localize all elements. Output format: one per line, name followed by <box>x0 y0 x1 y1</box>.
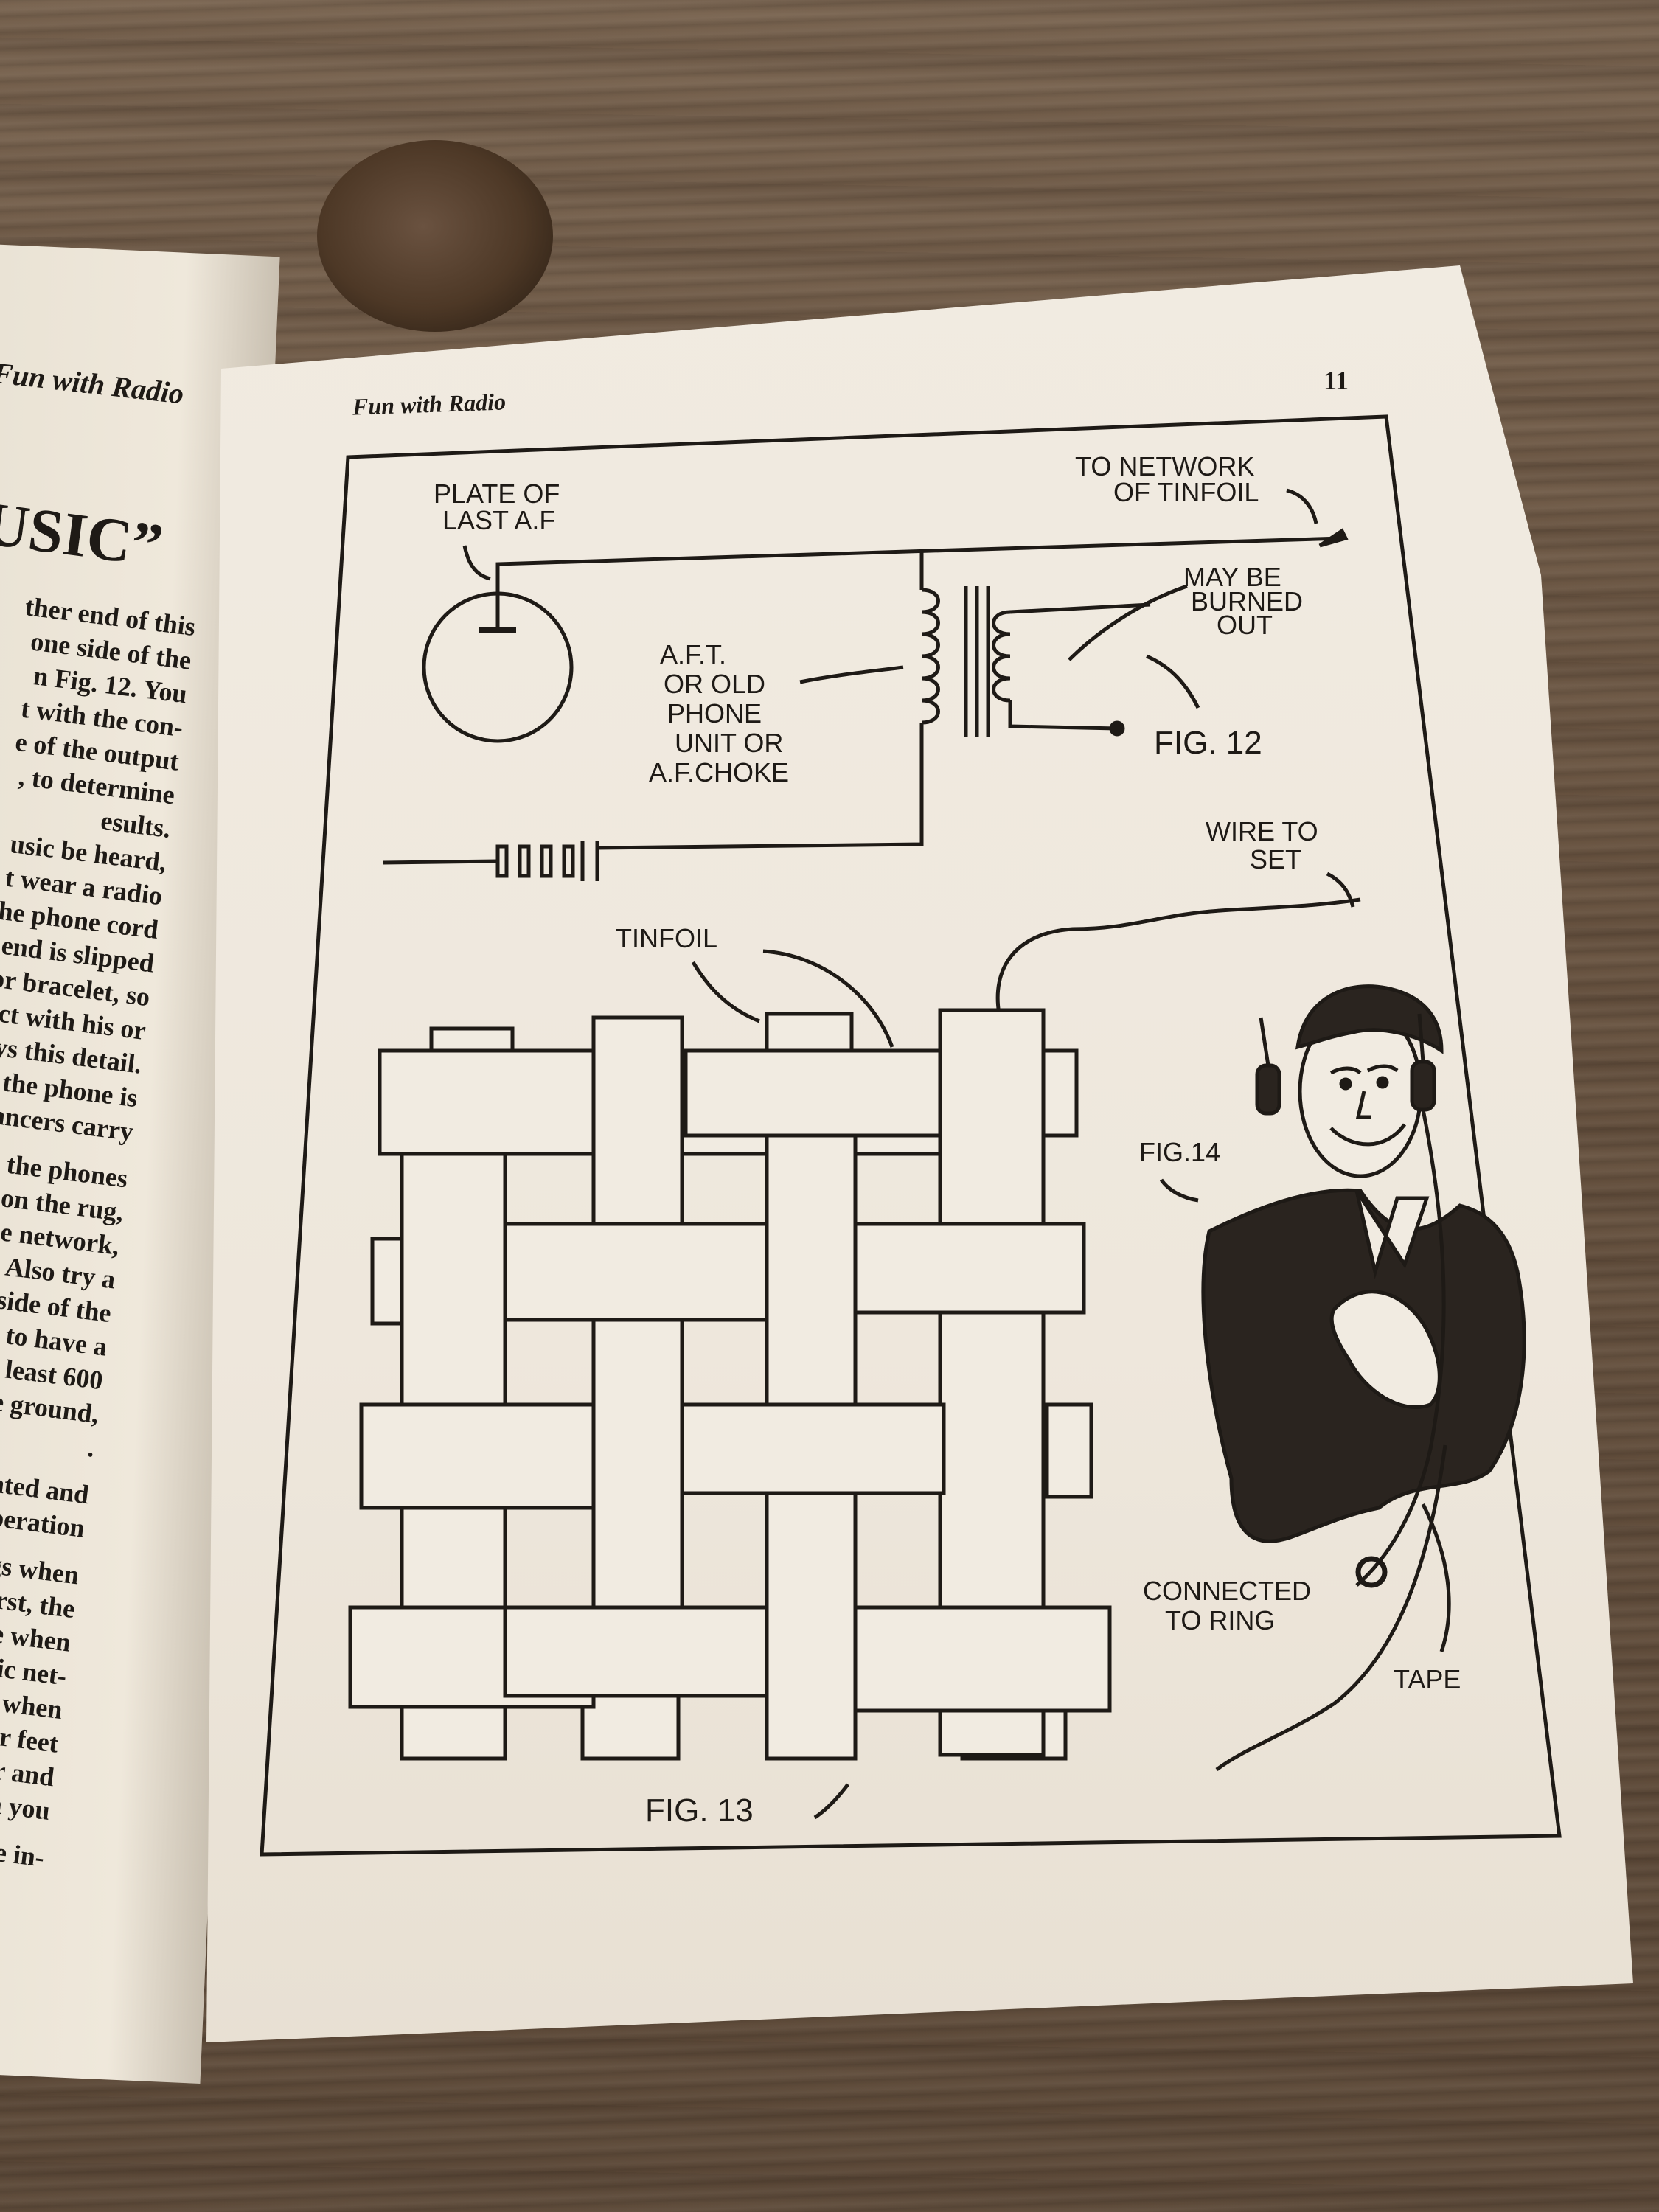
connected-label: CONNECTED <box>1143 1576 1311 1606</box>
tinfoil-strip-h <box>503 1222 769 1322</box>
man-hair <box>1295 984 1444 1054</box>
wire-label: WIRE TO <box>1206 816 1318 846</box>
tinfoil-label: TINFOIL <box>616 923 717 953</box>
arrow-network <box>1286 488 1318 524</box>
aft-label: A.F.CHOKE <box>649 757 789 787</box>
arrow-fig12 <box>1146 654 1200 709</box>
tinfoil-strip-v <box>591 1015 684 1698</box>
secondary-coil <box>992 610 1011 703</box>
arrow-plate <box>462 545 491 581</box>
arrow-tape <box>1421 1503 1451 1652</box>
network-label: OF TINFOIL <box>1113 477 1259 507</box>
aft-label: A.F.T. <box>660 639 726 669</box>
aft-label: OR OLD <box>664 669 765 699</box>
tinfoil-weave <box>348 1008 1112 1761</box>
arrow-aft <box>799 665 904 684</box>
burned-label: BURNED <box>1191 586 1303 616</box>
wire-to-set <box>995 897 1361 1015</box>
plate-label: LAST A.F <box>442 505 555 535</box>
plate-label: PLATE OF <box>434 479 560 509</box>
tinfoil-strip-h <box>853 1222 1086 1315</box>
arrow-fig14 <box>1159 1178 1199 1203</box>
burned-label: MAY BE <box>1183 562 1281 592</box>
page-number: 11 <box>1324 366 1349 395</box>
primary-coil <box>921 588 940 725</box>
fig12-label: FIG. 12 <box>1154 725 1262 761</box>
battery-symbol <box>383 841 599 881</box>
wood-knot <box>317 140 553 332</box>
tape-cord <box>1215 1444 1447 1772</box>
arrow-burned <box>1068 584 1188 661</box>
man-smile <box>1329 1123 1407 1147</box>
wire-label: SET <box>1250 844 1301 874</box>
arrow-tinfoil <box>691 961 760 1023</box>
aft-label: PHONE <box>667 698 762 728</box>
tinfoil-strip-h <box>503 1605 769 1698</box>
tinfoil-strip-h <box>853 1605 1112 1713</box>
man-shirt <box>1354 1189 1430 1279</box>
fig12-circuit <box>383 488 1349 881</box>
burned-label: OUT <box>1217 610 1273 640</box>
left-earphone <box>1255 1063 1281 1116</box>
right-earphone <box>1410 1060 1436 1112</box>
aft-label: UNIT OR <box>675 728 783 758</box>
plate-wire <box>495 536 1343 630</box>
arrow-tinfoil <box>762 949 894 1048</box>
fig14-man <box>1201 984 1526 1588</box>
fig13-label: FIG. 13 <box>645 1792 754 1829</box>
figure-frame <box>260 414 1562 1857</box>
fig14-label: FIG.14 <box>1139 1137 1220 1167</box>
finger-ring <box>1355 1556 1388 1588</box>
tape-label: TAPE <box>1394 1664 1461 1694</box>
tinfoil-strip-h <box>684 1048 942 1138</box>
network-label: TO NETWORK <box>1075 451 1254 481</box>
tinfoil-strip-h <box>359 1402 596 1510</box>
tinfoil-strip-h <box>680 1402 946 1495</box>
arrow-wire <box>1326 872 1355 908</box>
arrow-fig13 <box>813 1783 849 1820</box>
man-hand <box>1329 1290 1441 1410</box>
connected-label: TO RING <box>1165 1605 1275 1635</box>
phone-cord <box>1355 1109 1446 1587</box>
